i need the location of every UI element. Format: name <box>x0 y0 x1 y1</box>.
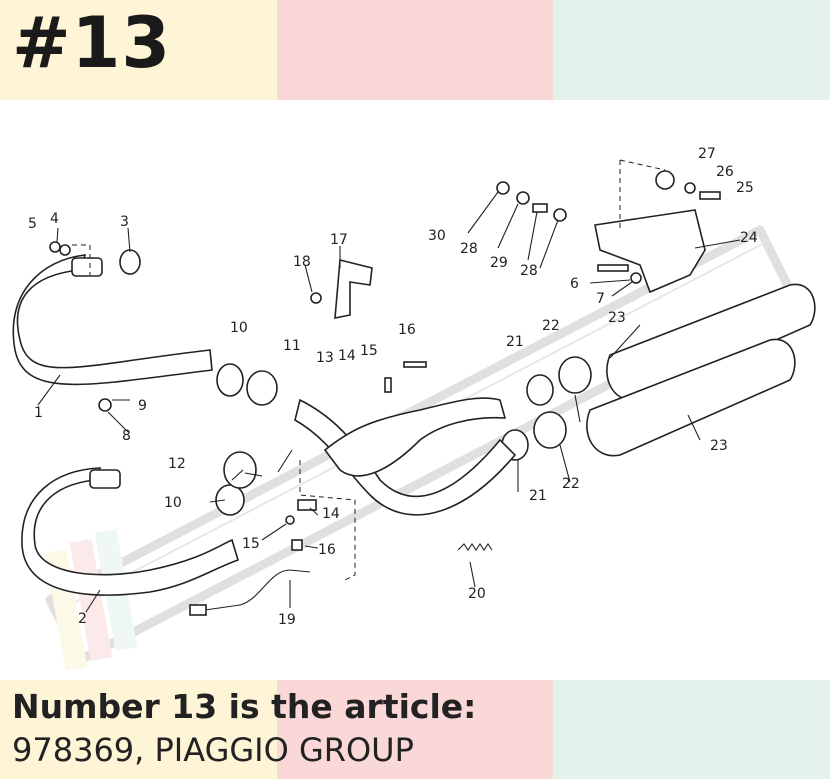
label-15-upper: 15 <box>360 343 378 359</box>
label-24: 24 <box>740 230 758 246</box>
label-22-lower: 22 <box>562 476 580 492</box>
label-6: 6 <box>570 276 579 292</box>
label-21-lower: 21 <box>529 488 547 504</box>
bottom-color-band <box>0 680 830 779</box>
label-28-left: 28 <box>460 241 478 257</box>
label-10-upper: 10 <box>230 320 248 336</box>
label-15-lower: 15 <box>242 536 260 552</box>
label-7: 7 <box>596 291 605 307</box>
band-yellow-bottom <box>0 680 277 779</box>
band-pink <box>276 0 554 100</box>
label-12: 12 <box>168 456 186 472</box>
article-caption-number: 978369, PIAGGIO GROUP <box>12 731 414 769</box>
page-heading: #13 <box>12 2 172 84</box>
crossover-pipe <box>294 397 517 516</box>
label-17: 17 <box>330 232 348 248</box>
label-4: 4 <box>50 211 59 227</box>
label-28-right: 28 <box>520 263 538 279</box>
label-18: 18 <box>293 254 311 270</box>
label-11: 11 <box>283 338 301 354</box>
band-pink-bottom <box>276 680 554 779</box>
label-22-upper: 22 <box>542 318 560 334</box>
label-16-lower: 16 <box>318 542 336 558</box>
motomondo-logo-watermark <box>44 225 795 671</box>
label-23-upper: 23 <box>608 310 626 326</box>
label-23-lower: 23 <box>710 438 728 454</box>
label-27: 27 <box>698 146 716 162</box>
band-mint-bottom <box>553 680 830 779</box>
label-13: 13 <box>316 350 334 366</box>
label-1: 1 <box>34 405 43 421</box>
label-5: 5 <box>28 216 37 232</box>
label-19: 19 <box>278 612 296 628</box>
label-9: 9 <box>138 398 147 414</box>
band-mint <box>553 0 830 100</box>
label-25: 25 <box>736 180 754 196</box>
label-21-upper: 21 <box>506 334 524 350</box>
label-10-lower: 10 <box>164 495 182 511</box>
article-caption-title: Number 13 is the article: <box>12 687 477 726</box>
label-26: 26 <box>716 164 734 180</box>
label-29: 29 <box>490 255 508 271</box>
band-yellow <box>0 0 277 100</box>
header-pipe-lower <box>21 467 239 596</box>
label-20: 20 <box>468 586 486 602</box>
label-16-upper: 16 <box>398 322 416 338</box>
label-3: 3 <box>120 214 129 230</box>
label-2: 2 <box>78 611 87 627</box>
top-color-band <box>0 0 830 100</box>
label-14-upper: 14 <box>338 348 356 364</box>
label-14-lower: 14 <box>322 506 340 522</box>
exhaust-parts-diagram: 1 2 3 4 5 6 7 8 9 10 10 11 12 13 14 14 1… <box>12 146 816 671</box>
header-pipe-upper <box>12 254 213 386</box>
label-8: 8 <box>122 428 131 444</box>
muffler-lower <box>586 338 796 457</box>
label-30: 30 <box>428 228 446 244</box>
